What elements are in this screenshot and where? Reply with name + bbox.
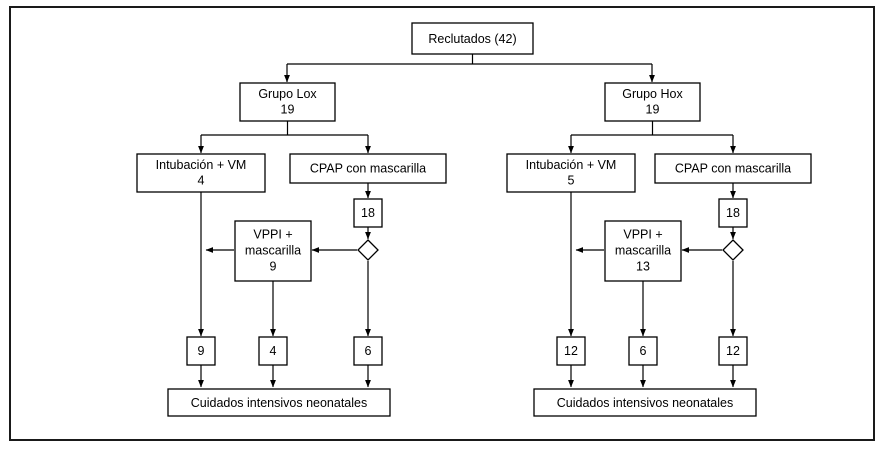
- node-hox-intubacion-count: 5: [568, 173, 575, 187]
- node-grupo-lox: [239, 82, 336, 122]
- node-lox-cpap: [289, 153, 447, 184]
- node-lox-outcome-intubacion: 9: [198, 344, 205, 358]
- node-hox-vppi-count: 13: [636, 259, 650, 273]
- node-reclutados: [411, 22, 534, 55]
- node-hox-decision-diamond: [722, 239, 744, 261]
- node-hox-intubacion: [506, 153, 636, 193]
- node-lox-decision-diamond: [357, 239, 379, 261]
- node-lox-vppi-label-1: VPPI +: [253, 227, 292, 241]
- node-lox-outcome-cpap: 6: [365, 344, 372, 358]
- node-hox-final-label: Cuidados intensivos neonatales: [557, 396, 734, 410]
- node-lox-intubacion-label: Intubación + VM: [156, 158, 247, 172]
- node-hox-outcome-vppi: 6: [640, 344, 647, 358]
- node-lox-vppi-count: 9: [270, 259, 277, 273]
- node-reclutados-label: Reclutados (42): [428, 32, 516, 46]
- node-lox-intubacion: [136, 153, 266, 193]
- node-lox-cpap-count: 18: [361, 206, 375, 220]
- node-grupo-hox-count: 19: [646, 102, 660, 116]
- node-lox-cpap-label: CPAP con mascarilla: [310, 161, 426, 175]
- node-hox-outcome-intubacion: 12: [564, 344, 578, 358]
- node-lox-outcome-vppi-box: [258, 336, 288, 366]
- node-hox-outcome-cpap-box: [718, 336, 748, 366]
- node-lox-vppi-label-2: mascarilla: [245, 243, 301, 257]
- node-lox-vppi: [234, 220, 312, 282]
- node-lox-intubacion-count: 4: [198, 173, 205, 187]
- node-grupo-lox-label: Grupo Lox: [258, 87, 317, 101]
- node-grupo-hox-label: Grupo Hox: [622, 87, 683, 101]
- node-hox-vppi-label-2: mascarilla: [615, 243, 671, 257]
- node-hox-vppi-label-1: VPPI +: [623, 227, 662, 241]
- node-hox-outcome-cpap: 12: [726, 344, 740, 358]
- node-hox-cpap: [654, 153, 812, 184]
- node-hox-vppi: [604, 220, 682, 282]
- node-lox-outcome-vppi: 4: [270, 344, 277, 358]
- node-hox-final: [533, 388, 757, 417]
- node-lox-outcome-cpap-box: [353, 336, 383, 366]
- node-grupo-lox-count: 19: [281, 102, 295, 116]
- node-lox-final-label: Cuidados intensivos neonatales: [191, 396, 368, 410]
- node-hox-cpap-count: 18: [726, 206, 740, 220]
- node-hox-cpap-label: CPAP con mascarilla: [675, 161, 791, 175]
- node-hox-intubacion-label: Intubación + VM: [526, 158, 617, 172]
- node-hox-outcome-intubacion-box: [556, 336, 586, 366]
- node-lox-final: [167, 388, 391, 417]
